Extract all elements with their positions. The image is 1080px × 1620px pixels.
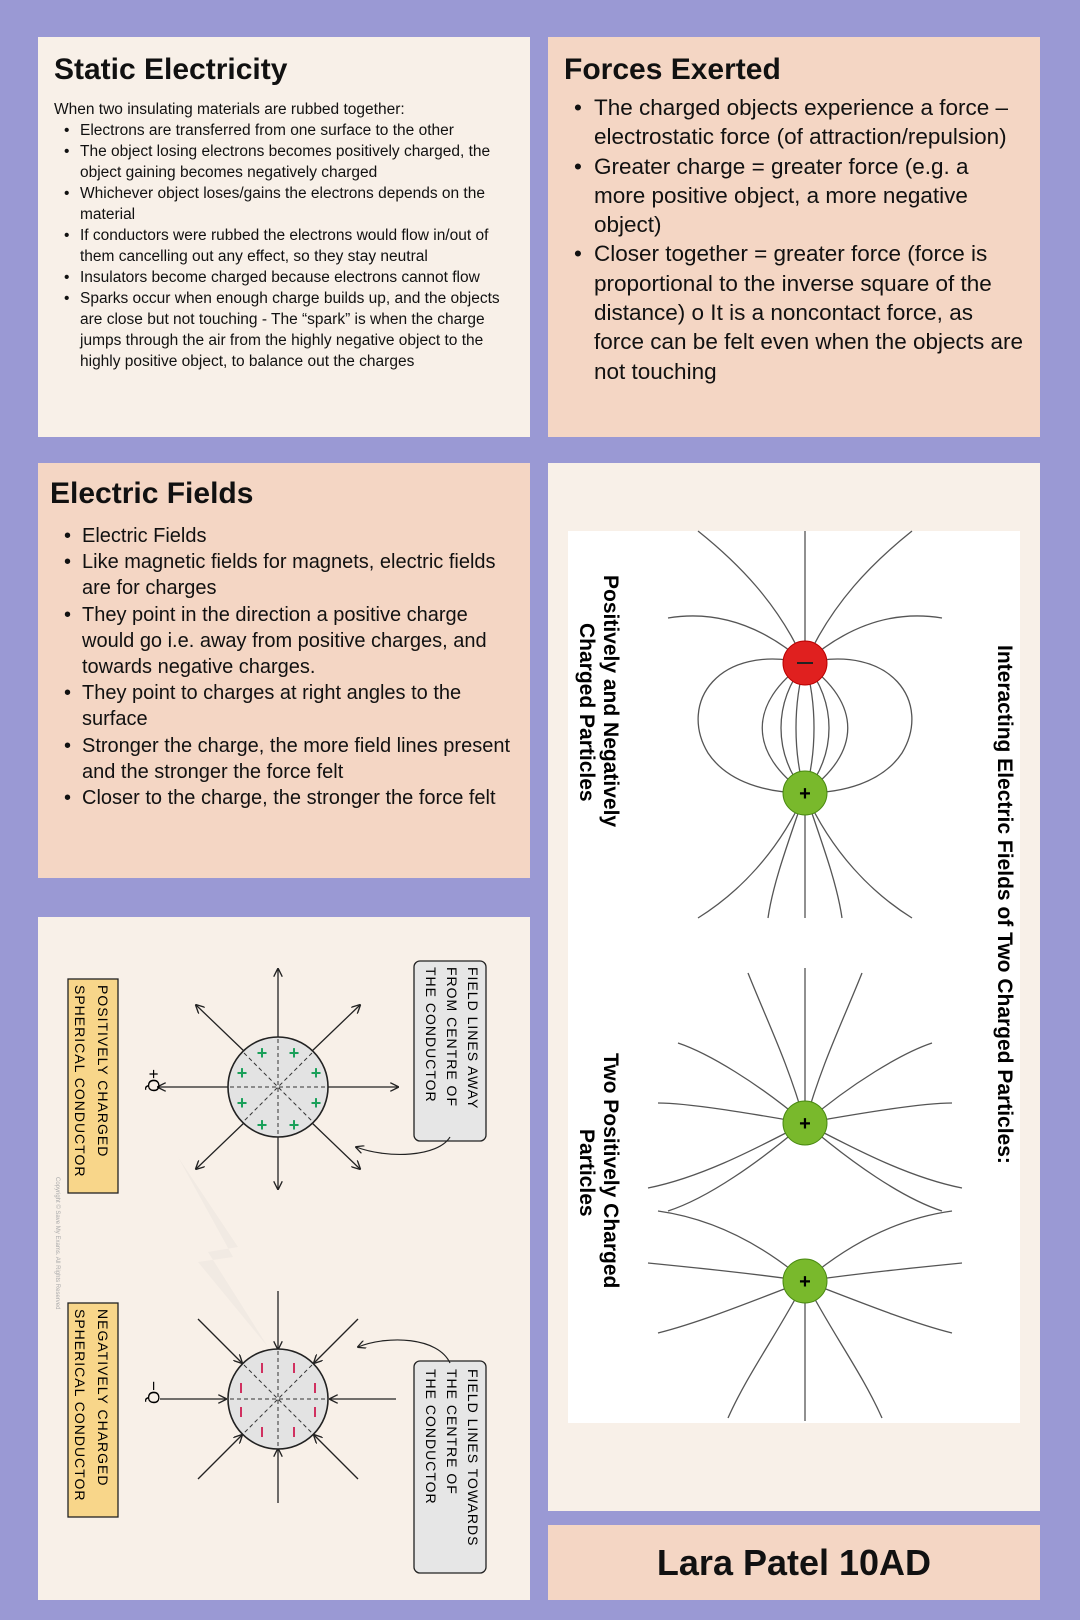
static-electricity-intro: When two insulating materials are rubbed… bbox=[54, 101, 405, 118]
opposite-charges-label-1: Positively and Negatively bbox=[599, 575, 622, 827]
negative-callout-line-3: THE CONDUCTOR bbox=[423, 1369, 439, 1505]
positive-callout-line-2: FROM CENTRE OF bbox=[444, 967, 460, 1107]
opposite-charges-label-2: Charged Particles bbox=[575, 623, 598, 802]
positive-callout-line-3: THE CONDUCTOR bbox=[423, 967, 439, 1103]
positive-sign: + bbox=[799, 1271, 811, 1293]
list-item: Whichever object loses/gains the electro… bbox=[54, 183, 514, 225]
diagram-title: Interacting Electric Fields of Two Charg… bbox=[993, 645, 1016, 1164]
positive-label-line-1: POSITIVELY CHARGED bbox=[95, 985, 111, 1157]
positive-conductor: + + + + + + + + POSITIVELY CHARGED SPHERICAL… bbox=[67, 960, 487, 1194]
author-panel: Lara Patel 10AD bbox=[548, 1525, 1040, 1600]
list-item: They point in the direction a positive c… bbox=[50, 602, 518, 681]
negative-conductor: NEGATIVELY CHARGED SPHERICAL CONDUCTOR −… bbox=[67, 1291, 487, 1574]
list-item: Greater charge = greater force (e.g. a m… bbox=[564, 152, 1024, 240]
negative-label-line-1: NEGATIVELY CHARGED bbox=[95, 1309, 111, 1486]
list-item: The object losing electrons becomes posi… bbox=[54, 141, 514, 183]
positive-label-line-2: SPHERICAL CONDUCTOR bbox=[72, 985, 88, 1177]
svg-text:+: + bbox=[237, 1093, 248, 1113]
positive-charge-label: +Q bbox=[144, 1069, 163, 1092]
same-charges-label-1: Two Positively Charged bbox=[599, 1053, 622, 1288]
positive-particle bbox=[782, 770, 828, 816]
svg-text:+: + bbox=[289, 1115, 300, 1135]
negative-callout-line-2: THE CENTRE OF bbox=[444, 1369, 460, 1495]
positive-sign: + bbox=[799, 1113, 811, 1135]
list-item: Like magnetic fields for magnets, electr… bbox=[50, 549, 518, 601]
list-item: Closer together = greater force (force i… bbox=[564, 239, 1024, 385]
svg-text:+: + bbox=[311, 1063, 322, 1083]
forces-exerted-panel: Forces Exerted The charged objects exper… bbox=[548, 37, 1040, 437]
svg-text:+: + bbox=[289, 1043, 300, 1063]
list-item: The charged objects experience a force –… bbox=[564, 93, 1024, 152]
conductor-field-svg: + + + + + + + + POSITIVELY CHARGED SPHERICAL… bbox=[54, 960, 487, 1574]
negative-charge-label: −Q bbox=[144, 1381, 163, 1404]
watermark-bolt bbox=[178, 1157, 268, 1347]
copyright-text: Copyright © Save My Exams. All Rights Re… bbox=[54, 1177, 61, 1309]
electric-fields-list: Electric Fields Like magnetic fields for… bbox=[50, 523, 518, 811]
author-name: Lara Patel 10AD bbox=[656, 1541, 932, 1583]
static-electricity-title: Static Electricity bbox=[54, 53, 288, 86]
same-charges-label-2: Particles bbox=[575, 1129, 598, 1217]
negative-callout-line-1: FIELD LINES TOWARDS bbox=[465, 1369, 481, 1546]
svg-text:+: + bbox=[311, 1093, 322, 1113]
positive-callout-line-1: FIELD LINES AWAY bbox=[465, 967, 481, 1109]
negative-label-line-2: SPHERICAL CONDUCTOR bbox=[72, 1309, 88, 1501]
positive-sign: + bbox=[799, 783, 811, 805]
forces-exerted-list: The charged objects experience a force –… bbox=[564, 93, 1024, 386]
list-item: Closer to the charge, the stronger the f… bbox=[50, 785, 518, 811]
list-item: If conductors were rubbed the electrons … bbox=[54, 225, 514, 267]
electric-fields-panel: Electric Fields Electric Fields Like mag… bbox=[38, 463, 530, 878]
list-item: They point to charges at right angles to… bbox=[50, 680, 518, 732]
static-electricity-list: Electrons are transferred from one surfa… bbox=[54, 120, 514, 372]
list-item: Electric Fields bbox=[50, 523, 518, 549]
svg-text:+: + bbox=[257, 1043, 268, 1063]
list-item: Electrons are transferred from one surfa… bbox=[54, 120, 514, 141]
positive-particle bbox=[782, 1258, 828, 1304]
interacting-fields-panel: Interacting Electric Fields of Two Charg… bbox=[548, 463, 1040, 1511]
conductor-field-diagram: + + + + + + + + POSITIVELY CHARGED SPHERICAL… bbox=[38, 917, 530, 1600]
interacting-fields-svg: Interacting Electric Fields of Two Charg… bbox=[568, 530, 1020, 1423]
static-electricity-panel: Static Electricity When two insulating m… bbox=[38, 37, 530, 437]
svg-text:+: + bbox=[257, 1115, 268, 1135]
electric-fields-title: Electric Fields bbox=[50, 477, 254, 510]
list-item: Insulators become charged because electr… bbox=[54, 267, 514, 288]
forces-exerted-title: Forces Exerted bbox=[564, 53, 781, 86]
list-item: Sparks occur when enough charge builds u… bbox=[54, 288, 514, 372]
list-item: Stronger the charge, the more field line… bbox=[50, 733, 518, 785]
positive-particle bbox=[782, 1100, 828, 1146]
svg-text:+: + bbox=[237, 1063, 248, 1083]
